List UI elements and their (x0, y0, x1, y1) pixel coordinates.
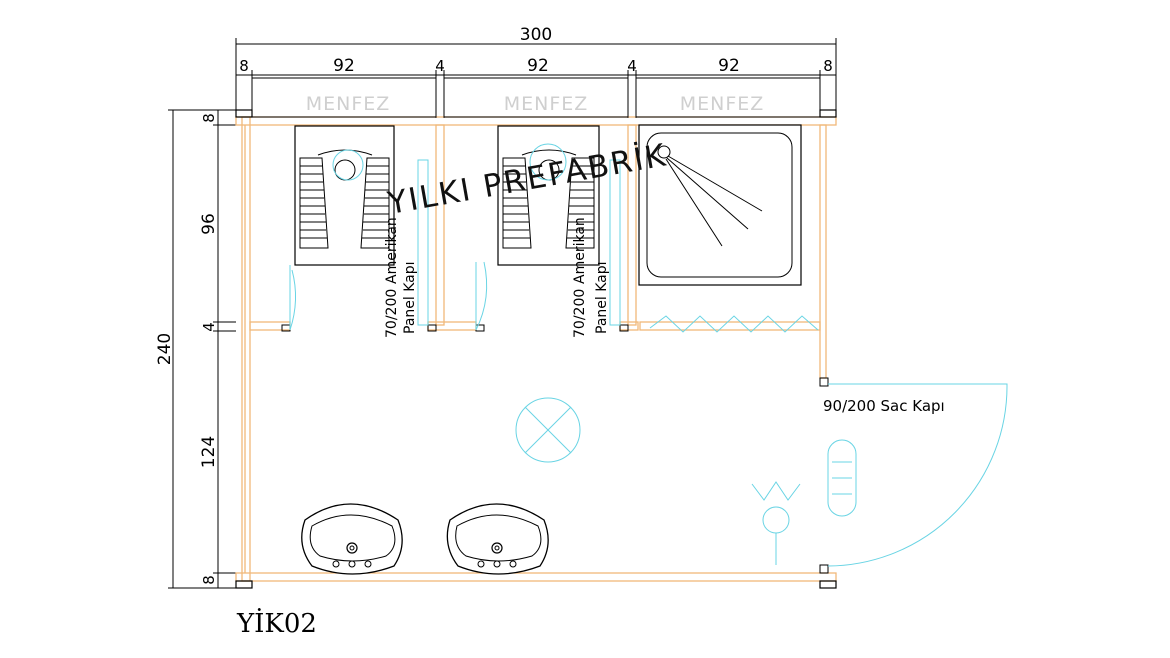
door-2-size: 70/200 (572, 289, 588, 338)
vents: MENFEZ MENFEZ MENFEZ (251, 77, 821, 118)
squat-toilet-2 (497, 125, 600, 266)
dim-vseg-4: 124 (199, 436, 219, 468)
ceiling-light (515, 397, 581, 463)
door-2-brand: Amerikan (572, 217, 588, 284)
dim-vseg-3: 4 (200, 322, 218, 332)
vent-label-3: MENFEZ (680, 93, 765, 115)
wall-fixtures (751, 439, 857, 565)
squat-toilet-1 (294, 125, 395, 266)
dim-seg-6: 92 (718, 56, 740, 76)
sink-1 (301, 503, 403, 575)
panel-door-swings (289, 143, 819, 333)
dim-overall-width: 300 (520, 25, 552, 45)
left-dimensions: 240 8 96 4 124 8 (155, 109, 236, 589)
dim-seg-5: 4 (627, 57, 637, 75)
vent-label-1: MENFEZ (306, 93, 391, 115)
panel-door-1-label: 70/200 Amerikan Panel Kapı (384, 217, 418, 338)
dim-overall-height: 240 (155, 333, 175, 365)
entrance-door-label: 90/200 Sac Kapı (823, 397, 945, 415)
door-2-type: Panel Kapı (594, 261, 610, 334)
dim-seg-3: 4 (435, 57, 445, 75)
door-1-brand: Amerikan (384, 217, 400, 284)
door-1-size: 70/200 (384, 289, 400, 338)
model-code: YİK02 (236, 608, 317, 639)
sink-2 (446, 503, 549, 575)
panel-door-2-label: 70/200 Amerikan Panel Kapı (572, 217, 610, 338)
entrance-door: 90/200 Sac Kapı (823, 383, 1008, 567)
walls (235, 109, 837, 589)
dim-vseg-2: 96 (199, 213, 219, 235)
dim-seg-2: 92 (333, 56, 355, 76)
dim-seg-1: 8 (239, 57, 249, 75)
dim-vseg-1: 8 (200, 113, 218, 123)
dim-seg-4: 92 (527, 56, 549, 76)
dim-seg-7: 8 (823, 57, 833, 75)
vent-label-2: MENFEZ (504, 93, 589, 115)
door-1-type: Panel Kapı (402, 261, 418, 334)
dim-vseg-5: 8 (200, 575, 218, 585)
shower-tray (638, 124, 802, 286)
